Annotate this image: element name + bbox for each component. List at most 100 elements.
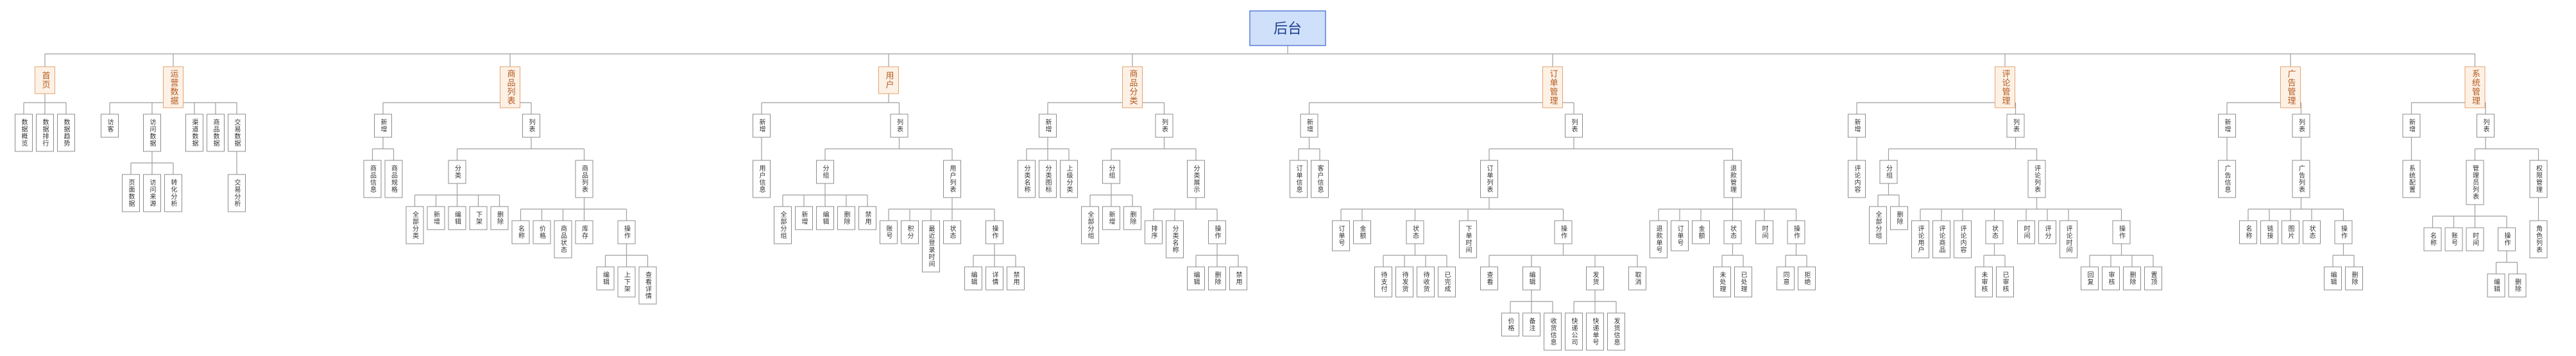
node-label: 名称 [517, 225, 525, 239]
tree-node: 新增 [1039, 114, 1057, 138]
node-label: 商品数据 [212, 118, 219, 147]
node-box [638, 266, 657, 305]
tree-node: 操作 [985, 220, 1003, 244]
node-label: 订单管理 [1548, 69, 1558, 105]
tree-node: 操作 [2498, 227, 2516, 251]
node-box [101, 114, 119, 138]
node-box [2112, 220, 2131, 244]
tree-node: 商品数据 [207, 114, 225, 152]
node-box [1650, 220, 1668, 259]
tree-node: 访问来源 [143, 174, 161, 212]
node-box [2477, 114, 2495, 138]
node-label: 列表 [2298, 118, 2305, 133]
node-box [617, 266, 636, 298]
node-box [2282, 220, 2299, 244]
node-box [1777, 266, 1795, 291]
node-label: 管理员列表 [2471, 164, 2479, 200]
tree-node: 全部分类 [405, 206, 424, 244]
tree-node: 订单列表 [1480, 160, 1498, 198]
node-box [2423, 227, 2442, 251]
node-label: 首页 [40, 71, 51, 89]
tree-node: 分组 [1102, 160, 1120, 184]
node-box [1102, 160, 1120, 184]
tree-node: 快递公司 [1565, 312, 1583, 351]
node-box [1932, 220, 1950, 259]
tree-node: 列表 [2292, 114, 2310, 138]
node-box [2464, 66, 2486, 108]
node-label: 操作 [991, 225, 998, 239]
tree-node: 查看 [1480, 266, 1498, 291]
tree-node: 下架 [469, 206, 488, 230]
tree-node: 上级分类 [1060, 160, 1078, 198]
node-label: 访问数据 [148, 119, 156, 147]
tree-node: 数据排行 [36, 114, 54, 152]
tree-node: 分类名称 [1018, 160, 1036, 198]
node-box [1353, 220, 1371, 244]
node-box [1542, 66, 1563, 108]
tree-node: 新增 [1848, 114, 1866, 138]
connector-lines [23, 46, 2539, 313]
node-label: 删除 [842, 211, 850, 225]
tree-node: 金额 [1353, 220, 1371, 244]
tree-node: 列表 [2477, 114, 2495, 138]
node-box [533, 220, 551, 244]
tree-node: 状态 [2303, 220, 2321, 244]
node-box [490, 206, 509, 230]
node-label: 禁用 [1012, 271, 1019, 285]
node-box [1869, 206, 1887, 244]
category-node: 运营数据 [163, 66, 183, 108]
category-node: 商品分类 [1122, 66, 1143, 108]
tree-node: 状态 [1723, 220, 1742, 244]
tree-node: 评论时间 [2060, 220, 2077, 259]
node-label: 访问来源 [148, 179, 156, 207]
node-label: 删除 [1129, 211, 1136, 225]
node-label: 商品状态 [559, 225, 567, 253]
node-box [1787, 220, 1805, 244]
tree-node: 积分 [901, 220, 919, 244]
tree-node: 角色列表 [2529, 220, 2548, 259]
node-box [943, 220, 961, 244]
node-box [143, 174, 161, 212]
node-box [2529, 220, 2548, 259]
tree-node: 上下架 [617, 266, 636, 298]
tree-node: 删除 [2345, 266, 2363, 291]
node-box [1723, 160, 1742, 198]
node-label: 商品列表 [581, 164, 588, 193]
tree-node: 最近登录时间 [922, 220, 940, 273]
node-label: 评论管理 [2000, 69, 2011, 105]
node-label: 操作 [2340, 225, 2348, 239]
node-label: 待支付 [1379, 271, 1387, 292]
tree-node: 评论商品 [1932, 220, 1950, 259]
node-box [228, 114, 246, 152]
node-box [36, 114, 54, 152]
category-node: 广告管理 [2280, 66, 2301, 108]
node-label: 新增 [758, 118, 765, 133]
tree-node: 订单号 [1671, 220, 1689, 251]
node-box [143, 114, 161, 152]
node-box [2508, 273, 2527, 298]
node-box [1565, 114, 1583, 138]
node-box [1229, 266, 1247, 291]
node-label: 列表 [2482, 118, 2489, 133]
node-label: 查看 [1485, 271, 1493, 285]
node-label: 页面数据 [127, 179, 135, 207]
node-label: 发货 [1591, 271, 1599, 285]
node-label: 链接 [2265, 225, 2273, 239]
tree-node: 商品列表 [575, 160, 593, 198]
tree-node: 详情 [985, 266, 1003, 291]
node-box [35, 66, 55, 94]
node-box [985, 220, 1003, 244]
tree-node: 链接 [2260, 220, 2278, 244]
node-box [753, 114, 771, 138]
node-box [2060, 220, 2077, 259]
node-label: 同意 [1782, 271, 1789, 285]
node-label: 回复 [2086, 271, 2094, 285]
node-label: 置顶 [2149, 271, 2157, 285]
node-box [228, 174, 246, 212]
node-box [1311, 160, 1329, 198]
tree-node: 数据趋势 [57, 114, 75, 152]
tree-node: 账号 [2444, 227, 2463, 251]
tree-node: 交易数据 [228, 114, 246, 152]
node-label: 后台 [1274, 21, 1302, 37]
node-label: 待收货 [1422, 271, 1429, 292]
